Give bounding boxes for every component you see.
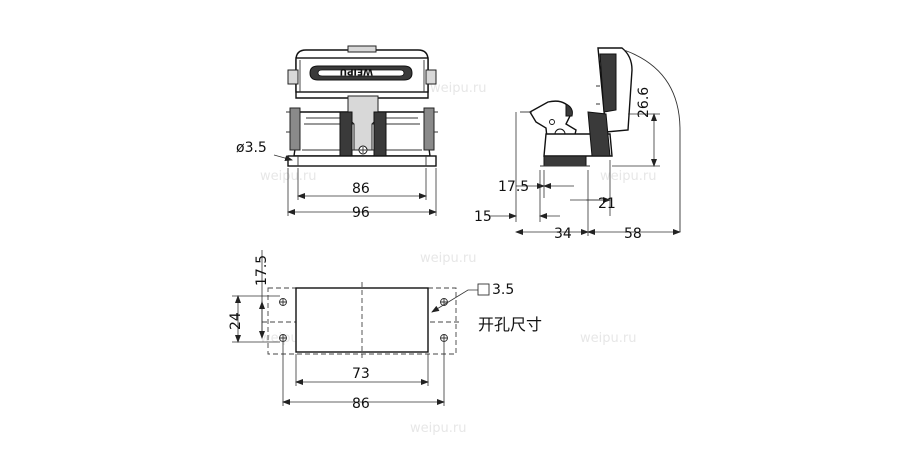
dim-side-height: 26.6 xyxy=(636,87,652,118)
front-base-plate xyxy=(287,155,437,167)
dim-hole-diameter: ø3.5 xyxy=(236,140,267,156)
watermark: weipu.ru xyxy=(420,251,476,266)
side-view: 26.6 17.5 21 15 34 58 xyxy=(474,47,681,242)
dim-side-15: 15 xyxy=(474,209,492,225)
dim-side-17-5: 17.5 xyxy=(498,179,529,195)
dim-cutout-24: 24 xyxy=(228,312,244,330)
dim-cutout-17-5: 17.5 xyxy=(254,255,270,286)
front-view: WEIPU ø3.5 86 96 xyxy=(236,45,438,221)
left-latch xyxy=(289,107,301,151)
square-symbol xyxy=(477,283,490,296)
dim-side-21: 21 xyxy=(598,196,616,212)
dim-outer-width: 96 xyxy=(352,205,370,221)
panel-cutout: 24 17.5 3.5 开孔尺寸 73 86 xyxy=(228,250,542,412)
dim-inner-width: 86 xyxy=(352,181,370,197)
watermark: weipu.ru xyxy=(600,169,656,184)
dim-cutout-73: 73 xyxy=(352,366,370,382)
side-base xyxy=(543,155,587,167)
watermark: weipu.ru xyxy=(580,331,636,346)
right-latch xyxy=(423,107,435,151)
watermark: weipu.ru xyxy=(430,81,486,96)
dim-side-58: 58 xyxy=(624,226,642,242)
dim-side-34: 34 xyxy=(554,226,572,242)
watermark: weipu.ru xyxy=(410,421,466,436)
dim-cutout-square: 3.5 xyxy=(492,282,514,298)
brand-label: WEIPU xyxy=(340,66,373,76)
dim-cutout-86: 86 xyxy=(352,396,370,412)
cutout-label: 开孔尺寸 xyxy=(478,315,542,334)
